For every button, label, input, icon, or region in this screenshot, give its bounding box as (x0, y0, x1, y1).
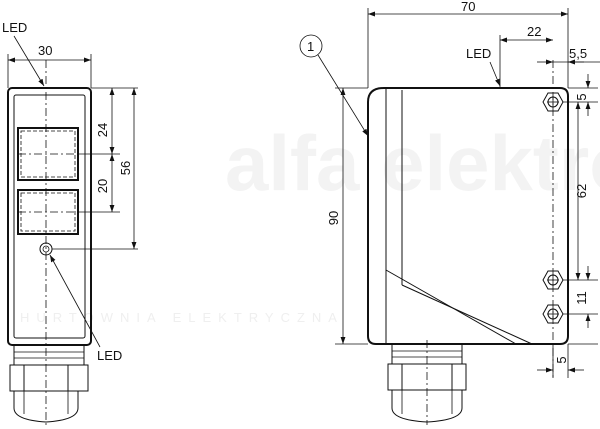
callout-1 (299, 34, 323, 58)
cable-gland-side (387, 340, 467, 425)
side-height-dimension: 90 (326, 211, 341, 225)
front-led-label-bottom: LED (97, 348, 122, 363)
side-top-dimension: 5 (574, 93, 589, 100)
side-edge-dimension: 5,5 (569, 46, 587, 61)
cable-gland-front (9, 344, 89, 423)
side-offset-dimension: 22 (527, 24, 541, 39)
front-width-dimension: 30 (38, 43, 52, 58)
side-view: 70 22 5,5 LED 1 90 5 62 (299, 0, 600, 425)
front-gap-dimension: 20 (95, 179, 110, 193)
side-bottom-dimension: 5 (554, 356, 569, 363)
watermark-tagline: HURTOWNIA ELEKTRYCZNA (20, 310, 344, 325)
front-view: 30 LED LED 24 20 56 (2, 20, 138, 425)
front-height-dimension: 56 (118, 161, 133, 175)
callout-1-number: 1 (307, 39, 314, 54)
watermark-brand: alfa elektro (225, 119, 600, 207)
side-housing (367, 87, 569, 345)
side-pitch-dimension: 11 (574, 291, 589, 305)
side-led-label: LED (466, 46, 491, 61)
front-window-dimension: 24 (95, 123, 110, 137)
side-holes-dimension: 62 (574, 184, 589, 198)
front-housing-inner (13, 94, 86, 339)
watermark: alfa elektro HURTOWNIA ELEKTRYCZNA (20, 119, 600, 325)
side-length-dimension: 70 (461, 0, 475, 14)
front-led-label-top: LED (2, 20, 27, 35)
